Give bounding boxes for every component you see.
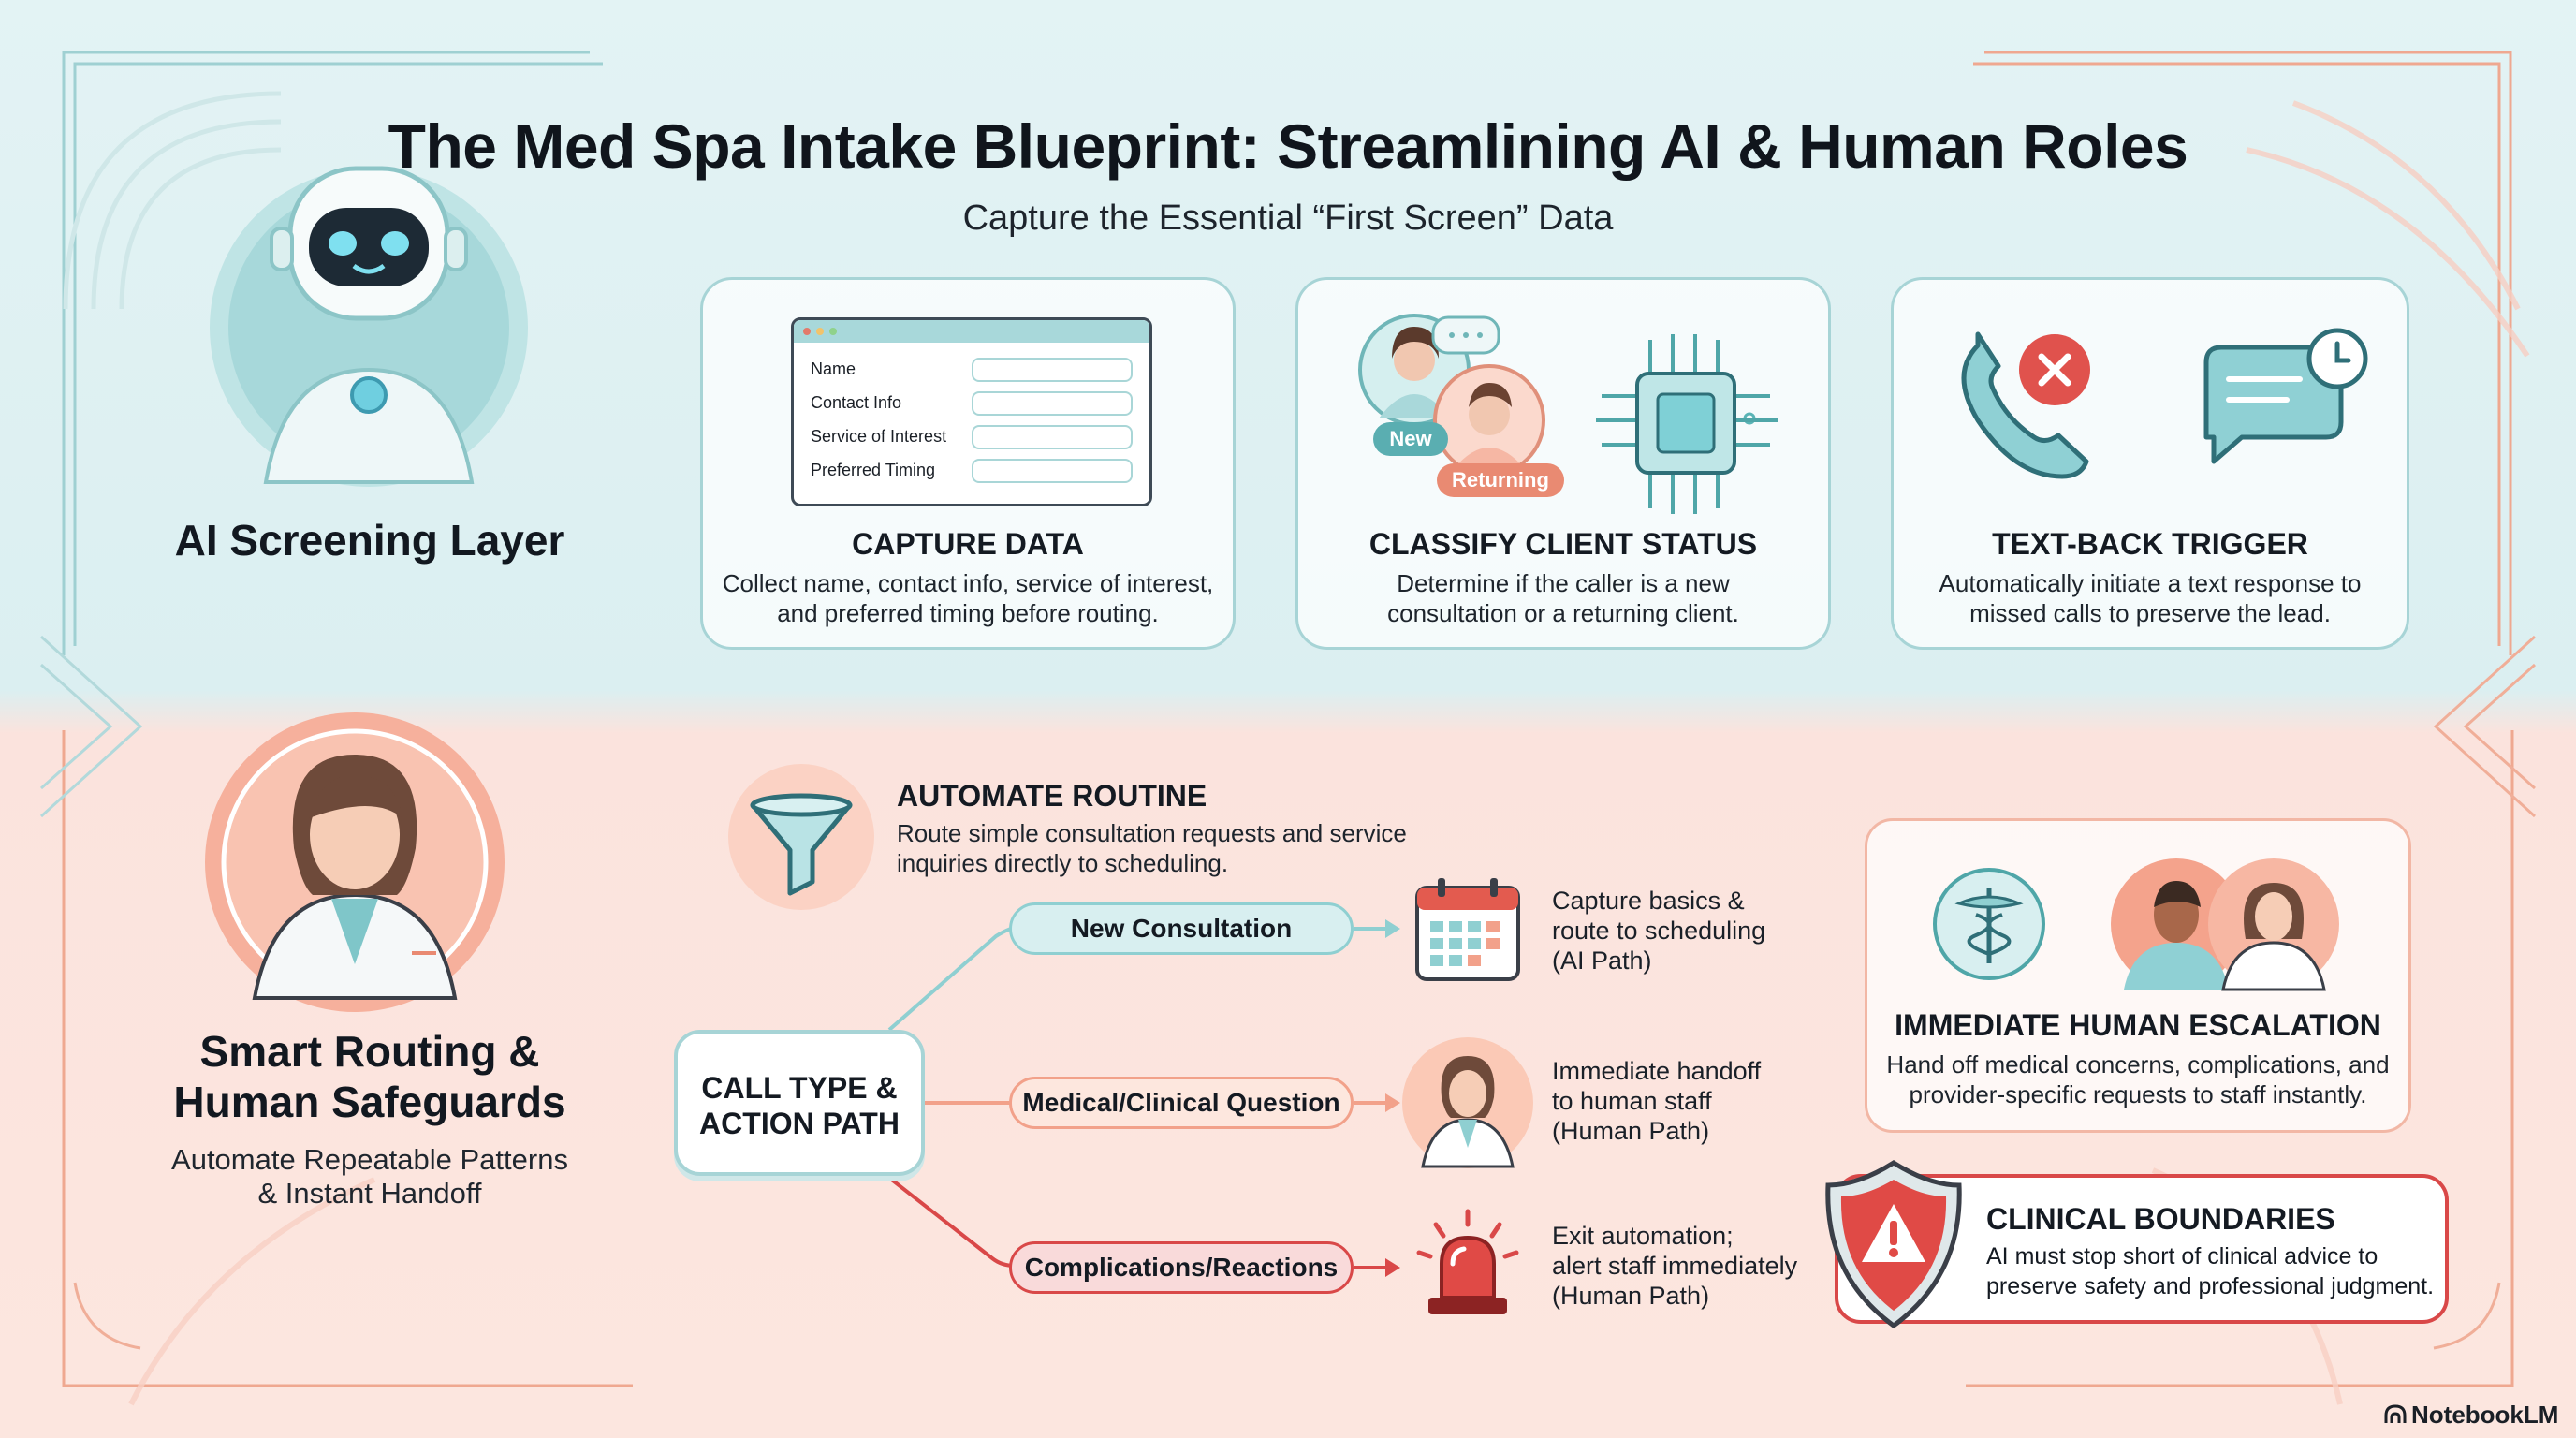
staff-pair-icon [2111, 858, 2339, 991]
smart-routing-title-line: Human Safeguards [173, 1078, 566, 1126]
client-status-illustration [1358, 314, 1756, 477]
service-field [972, 425, 1133, 449]
card-desc-line: missed calls to preserve the lead. [1969, 599, 2331, 627]
human-escalation-card: IMMEDIATE HUMAN ESCALATION Hand off medi… [1865, 818, 2411, 1133]
smart-routing-sub-line: Automate Repeatable Patterns [171, 1143, 568, 1176]
card-title: CLASSIFY CLIENT STATUS [1368, 527, 1758, 561]
robot-icon [210, 166, 528, 487]
path-new-consultation: New Consultation [1009, 902, 1354, 955]
escalation-desc-line: Hand off medical concerns, complications… [1886, 1050, 2390, 1078]
text-message-icon [2203, 328, 2368, 464]
hub-line: CALL TYPE & [701, 1071, 898, 1105]
outcome-line: (Human Path) [1552, 1117, 1710, 1145]
outcome-line: Exit automation; [1552, 1222, 1734, 1250]
outcome-line: (AI Path) [1552, 946, 1652, 975]
processor-chip-icon [1596, 334, 1778, 514]
page-subtitle: Capture the Essential “First Screen” Dat… [962, 198, 1614, 238]
text-back-card: TEXT-BACK TRIGGER Automatically initiate… [1891, 277, 2409, 650]
outcome-line: Immediate handoff [1552, 1057, 1762, 1085]
card-desc-line: Collect name, contact info, service of i… [722, 569, 1214, 597]
new-badge: New [1373, 422, 1448, 456]
card-desc-line: Automatically initiate a text response t… [1939, 569, 2362, 597]
timing-field [972, 459, 1133, 483]
form-label-service: Service of Interest [811, 427, 947, 446]
boundaries-title: CLINICAL BOUNDARIES [1986, 1202, 2335, 1236]
card-desc-line: consultation or a returning client. [1387, 599, 1739, 627]
warning-shield-icon [1825, 1160, 1962, 1329]
form-label-name: Name [811, 360, 856, 378]
card-title: CAPTURE DATA [852, 527, 1084, 561]
call-type-hub: CALL TYPE & ACTION PATH [674, 1030, 925, 1176]
path-medical-question: Medical/Clinical Question [1009, 1077, 1354, 1129]
form-window: Name Contact Info Service of Interest Pr… [791, 317, 1152, 506]
smart-routing-title-line: Smart Routing & [199, 1027, 540, 1076]
escalation-title: IMMEDIATE HUMAN ESCALATION [1895, 1008, 2381, 1042]
clinician-avatar-icon [205, 712, 505, 1012]
card-desc-line: and preferred timing before routing. [777, 599, 1159, 627]
clinical-boundaries-card: CLINICAL BOUNDARIES AI must stop short o… [1835, 1174, 2449, 1324]
smart-routing-sub-line: & Instant Handoff [257, 1177, 482, 1210]
automate-routine-title: AUTOMATE ROUTINE [897, 779, 1208, 813]
calendar-icon [1415, 878, 1520, 981]
alarm-siren-icon [1416, 1209, 1519, 1314]
hub-line: ACTION PATH [699, 1107, 900, 1140]
path-complications: Complications/Reactions [1009, 1241, 1354, 1294]
notebooklm-logo-icon [2384, 1404, 2407, 1423]
automate-desc-line: Route simple consultation requests and s… [897, 819, 1407, 847]
boundaries-desc-line: preserve safety and professional judgmen… [1986, 1273, 2435, 1299]
outcome-line: route to scheduling [1552, 917, 1766, 945]
automate-desc-line: inquiries directly to scheduling. [897, 849, 1229, 877]
card-title: TEXT-BACK TRIGGER [1992, 527, 2308, 561]
window-titlebar [794, 320, 1149, 343]
escalation-desc-line: provider-specific requests to staff inst… [1909, 1080, 2367, 1108]
ai-screening-layer-label: AI Screening Layer [174, 516, 565, 565]
outcome-line: Capture basics & [1552, 887, 1745, 915]
staff-member-icon [1402, 1037, 1533, 1168]
card-desc-line: Determine if the caller is a new [1397, 569, 1730, 597]
classify-client-card: New Returning CLASSIFY CLIENT STATUS Det… [1295, 277, 1831, 650]
outcome-line: alert staff immediately [1552, 1252, 1798, 1280]
boundaries-desc-line: AI must stop short of clinical advice to [1986, 1243, 2378, 1269]
form-label-timing: Preferred Timing [811, 461, 936, 479]
form-label-contact: Contact Info [811, 393, 902, 412]
name-field [972, 358, 1133, 382]
missed-call-phone-icon [1961, 331, 2090, 479]
page-title: The Med Spa Intake Blueprint: Streamlini… [388, 111, 2188, 181]
funnel-icon [728, 764, 874, 910]
outcome-line: (Human Path) [1552, 1282, 1710, 1310]
returning-badge: Returning [1437, 463, 1564, 497]
contact-field [972, 391, 1133, 416]
capture-data-card: Name Contact Info Service of Interest Pr… [700, 277, 1236, 650]
medical-caduceus-icon [1933, 868, 2045, 980]
brand-label: NotebookLM [2411, 1401, 2559, 1429]
outcome-line: to human staff [1552, 1087, 1712, 1115]
